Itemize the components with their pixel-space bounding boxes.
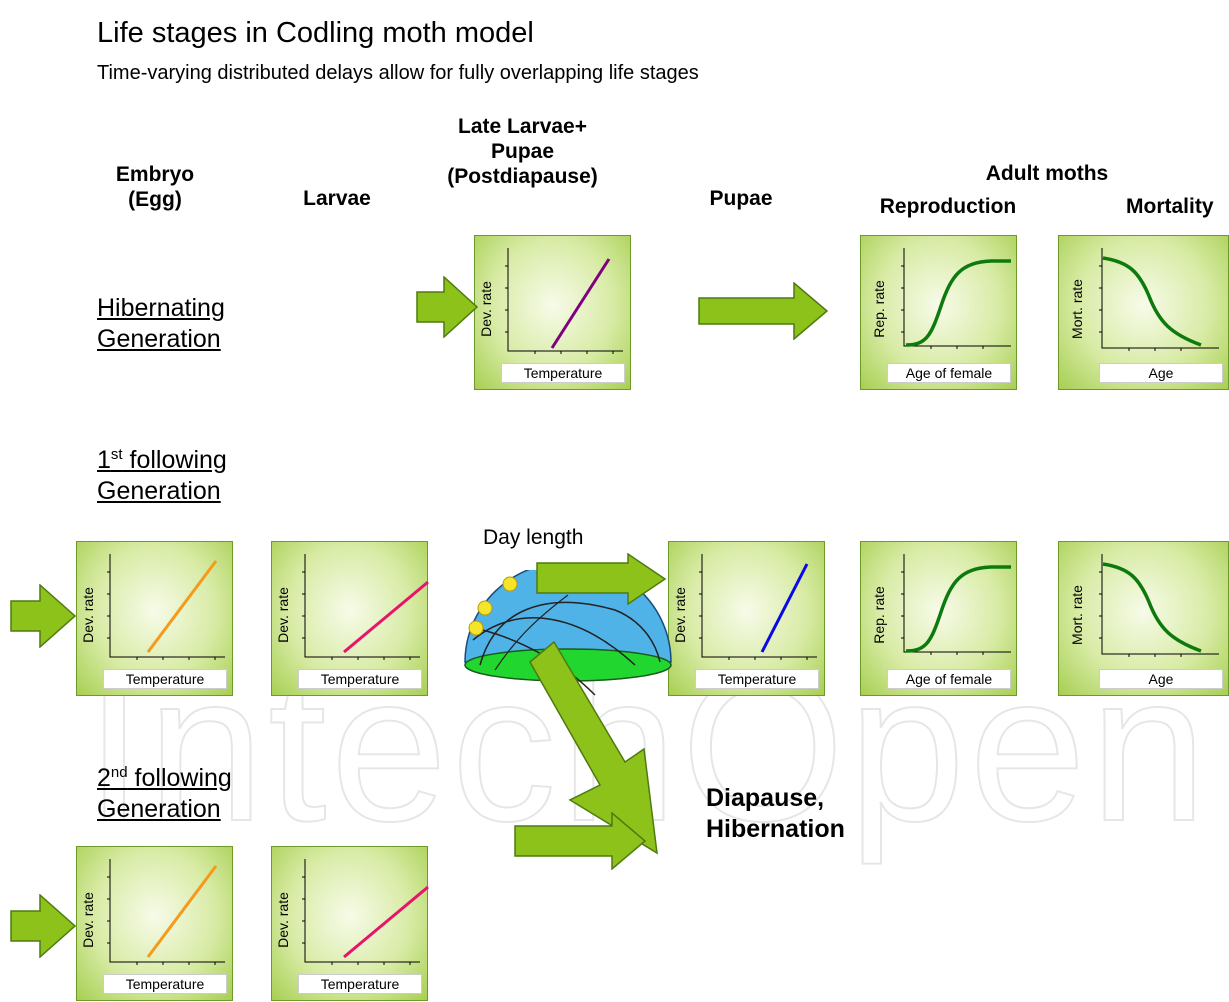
dev-rate-line-pink (343, 580, 429, 654)
column-header-embryo: Embryo (Egg) (115, 163, 195, 211)
y-axis-label: Dev. rate (80, 892, 96, 948)
rep-rate-chart (901, 248, 1011, 349)
y-axis-label: Dev. rate (80, 587, 96, 643)
dev-rate-line-orange (146, 865, 218, 958)
arrow-right-icon (698, 282, 828, 340)
dev-rate-line-orange (146, 560, 218, 653)
column-header-mortality: Mortality (1126, 195, 1214, 218)
dev-rate-panel-larvae-second: Dev. rate Temperature (271, 846, 429, 1001)
y-axis-label: Mort. rate (1069, 279, 1085, 339)
rep-rate-panel-first: Rep. rate Age of female (860, 541, 1017, 696)
x-axis-label: Temperature (695, 669, 819, 689)
x-axis-label: Age (1099, 669, 1223, 689)
row-label-second-following-generation: 2nd following Generation (97, 764, 232, 823)
row-label-first-following-generation: 1st following Generation (97, 446, 227, 505)
column-header-adult-moths: Adult moths (985, 162, 1109, 185)
dev-rate-panel-embryo-first: Dev. rate Temperature (76, 541, 233, 696)
y-axis-label: Rep. rate (871, 586, 887, 644)
arrow-right-icon (10, 584, 76, 648)
column-header-late-larvae-pupae: Late Larvae+ Pupae (Postdiapause) (447, 115, 598, 188)
rep-rate-chart (901, 554, 1011, 655)
dev-rate-chart (505, 248, 623, 354)
mort-rate-panel-hibernating: Mort. rate Age (1058, 235, 1229, 390)
page-subtitle: Time-varying distributed delays allow fo… (97, 62, 699, 84)
day-length-label: Day length (483, 526, 584, 549)
x-axis-label: Age of female (887, 363, 1011, 383)
mort-rate-curve (1102, 562, 1202, 653)
x-axis-label: Temperature (298, 669, 422, 689)
arrow-right-icon (416, 276, 478, 338)
dev-rate-line-purple (550, 258, 611, 349)
dev-rate-chart (302, 554, 429, 660)
dev-rate-chart (699, 554, 817, 660)
column-header-reproduction: Reproduction (879, 195, 1017, 218)
y-axis-label: Mort. rate (1069, 585, 1085, 645)
dev-rate-panel-embryo-second: Dev. rate Temperature (76, 846, 233, 1001)
x-axis-label: Temperature (501, 363, 625, 383)
mort-rate-chart (1099, 554, 1219, 657)
arrow-down-right-icon (529, 640, 658, 855)
page-title: Life stages in Codling moth model (97, 17, 534, 49)
diapause-hibernation-label: Diapause, Hibernation (706, 784, 845, 843)
x-axis-label: Age of female (887, 669, 1011, 689)
mort-rate-chart (1099, 248, 1219, 351)
y-axis-label: Dev. rate (275, 892, 291, 948)
x-axis-label: Temperature (298, 974, 422, 994)
dev-rate-chart (107, 859, 225, 965)
dev-rate-line-pink (343, 885, 429, 959)
dev-rate-line-blue (760, 563, 809, 653)
x-axis-label: Temperature (103, 669, 227, 689)
dev-rate-panel-pupae-first: Dev. rate Temperature (668, 541, 825, 696)
mort-rate-curve (1102, 256, 1202, 347)
x-axis-label: Temperature (103, 974, 227, 994)
dev-rate-chart (302, 859, 429, 965)
mort-rate-panel-first: Mort. rate Age (1058, 541, 1229, 696)
dev-rate-panel-larvae-first: Dev. rate Temperature (271, 541, 429, 696)
column-header-pupae: Pupae (709, 187, 773, 210)
y-axis-label: Dev. rate (275, 587, 291, 643)
arrow-right-icon (10, 894, 76, 958)
dev-rate-chart (107, 554, 225, 660)
arrow-right-icon (514, 812, 646, 870)
rep-rate-panel-hibernating: Rep. rate Age of female (860, 235, 1017, 390)
y-axis-label: Rep. rate (871, 280, 887, 338)
rep-rate-curve (905, 259, 1011, 347)
x-axis-label: Age (1099, 363, 1223, 383)
arrow-right-icon (536, 553, 666, 605)
dev-rate-panel-late-larvae-hibernating: Dev. rate Temperature (474, 235, 631, 390)
y-axis-label: Dev. rate (478, 281, 494, 337)
rep-rate-curve (905, 565, 1011, 653)
column-header-larvae: Larvae (303, 187, 371, 210)
